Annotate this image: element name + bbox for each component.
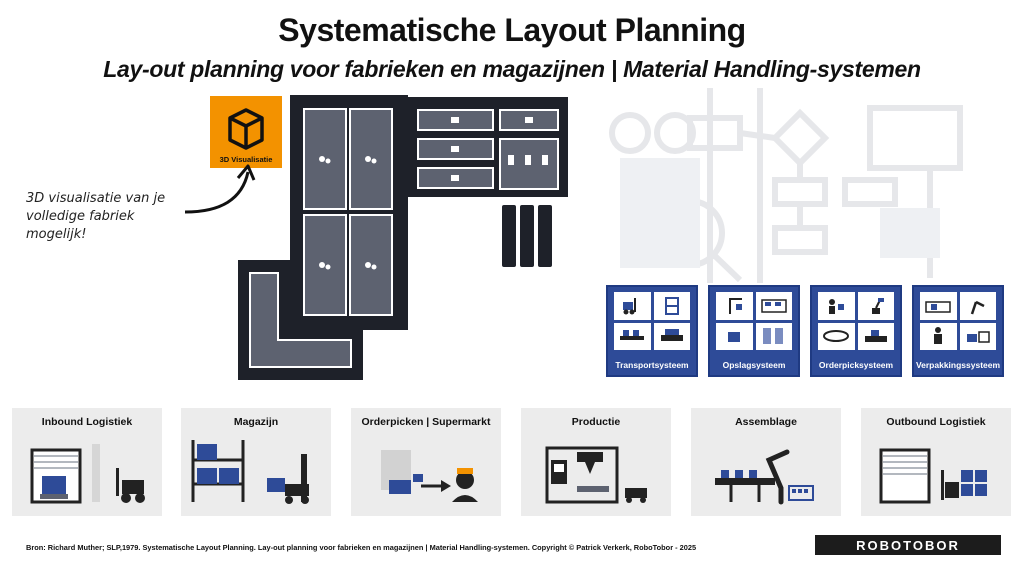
stage-outbound-label: Outbound Logistiek [886,416,986,428]
background-flowchart-illustration [609,88,963,283]
stage-inbound[interactable]: Inbound Logistiek [12,408,162,516]
stage-production-label: Productie [571,416,621,428]
cnc-machine-icon [545,446,647,504]
stage-orderpicking[interactable]: Orderpicken | Supermarkt [351,408,501,516]
system-card-packaging[interactable]: Verpakkingssysteem [912,285,1004,377]
3d-visualisation-label: 3D Visualisatie [219,155,273,164]
robot-arm-icon [871,297,884,314]
system-card-packaging-label: Verpakkingssysteem [915,360,1001,370]
curved-arrow-icon [184,164,256,214]
agv-icon [660,329,683,342]
page-title: Systematische Layout Planning [278,12,746,48]
stage-orderpicking-label: Orderpicken | Supermarkt [361,416,491,428]
bin-icon [728,332,741,343]
pick-station-icon [864,330,887,343]
packing-line-icon [925,301,951,313]
stage-outbound[interactable]: Outbound Logistiek [861,408,1011,516]
assembly-line-icon [715,449,814,505]
robotobor-logo: ROBOTOBOR [815,535,1001,555]
rack-icon [664,296,679,315]
logo-text: ROBOTOBOR [856,537,960,553]
forklift-icon [623,297,637,315]
note-line-1: 3D visualisatie van je [26,191,166,206]
high-bay-icon [762,328,783,345]
carousel-icon [823,330,850,343]
note-line-2: volledige fabriek [26,209,135,224]
shelving-icon [761,299,787,313]
stage-production[interactable]: Productie [521,408,671,516]
loading-dock-icon [30,444,145,504]
3d-visualisation-box: 3D Visualisatie [210,96,282,168]
system-card-storage-label: Opslagsysteem [722,360,786,370]
packaging-robot-icon [970,300,985,315]
system-card-transport-label: Transportsysteem [615,360,689,370]
humanoid-robot-icon [934,327,943,345]
stage-inbound-label: Inbound Logistiek [41,416,133,428]
source-footer: Bron: Richard Muther; SLP,1979. Systemat… [26,543,697,552]
order-picking-icon [381,450,478,502]
conveyor-icon [620,330,645,341]
picker-icon [829,298,845,314]
factory-floor-plan [238,95,568,380]
system-card-transport[interactable]: Transportsysteem [606,285,698,377]
stage-assembly-label: Assemblage [735,416,797,428]
wrapping-icon [966,331,990,343]
warehouse-rack-icon [191,440,309,504]
system-card-orderpick-label: Orderpicksysteem [818,360,894,370]
system-card-storage[interactable]: Opslagsysteem [708,285,800,377]
page-subtitle: Lay-out planning voor fabrieken en magaz… [103,56,921,82]
system-card-orderpick[interactable]: Orderpicksysteem [810,285,902,377]
note-line-3: mogelijk! [26,227,87,242]
crane-icon [729,297,743,314]
stage-warehouse-label: Magazijn [233,416,279,428]
cube-icon [228,108,264,150]
outbound-dock-icon [879,448,987,504]
visualisation-note: 3D visualisatie van je volledige fabriek… [26,190,196,244]
stage-assembly[interactable]: Assemblage [691,408,841,516]
stage-warehouse[interactable]: Magazijn [181,408,331,516]
